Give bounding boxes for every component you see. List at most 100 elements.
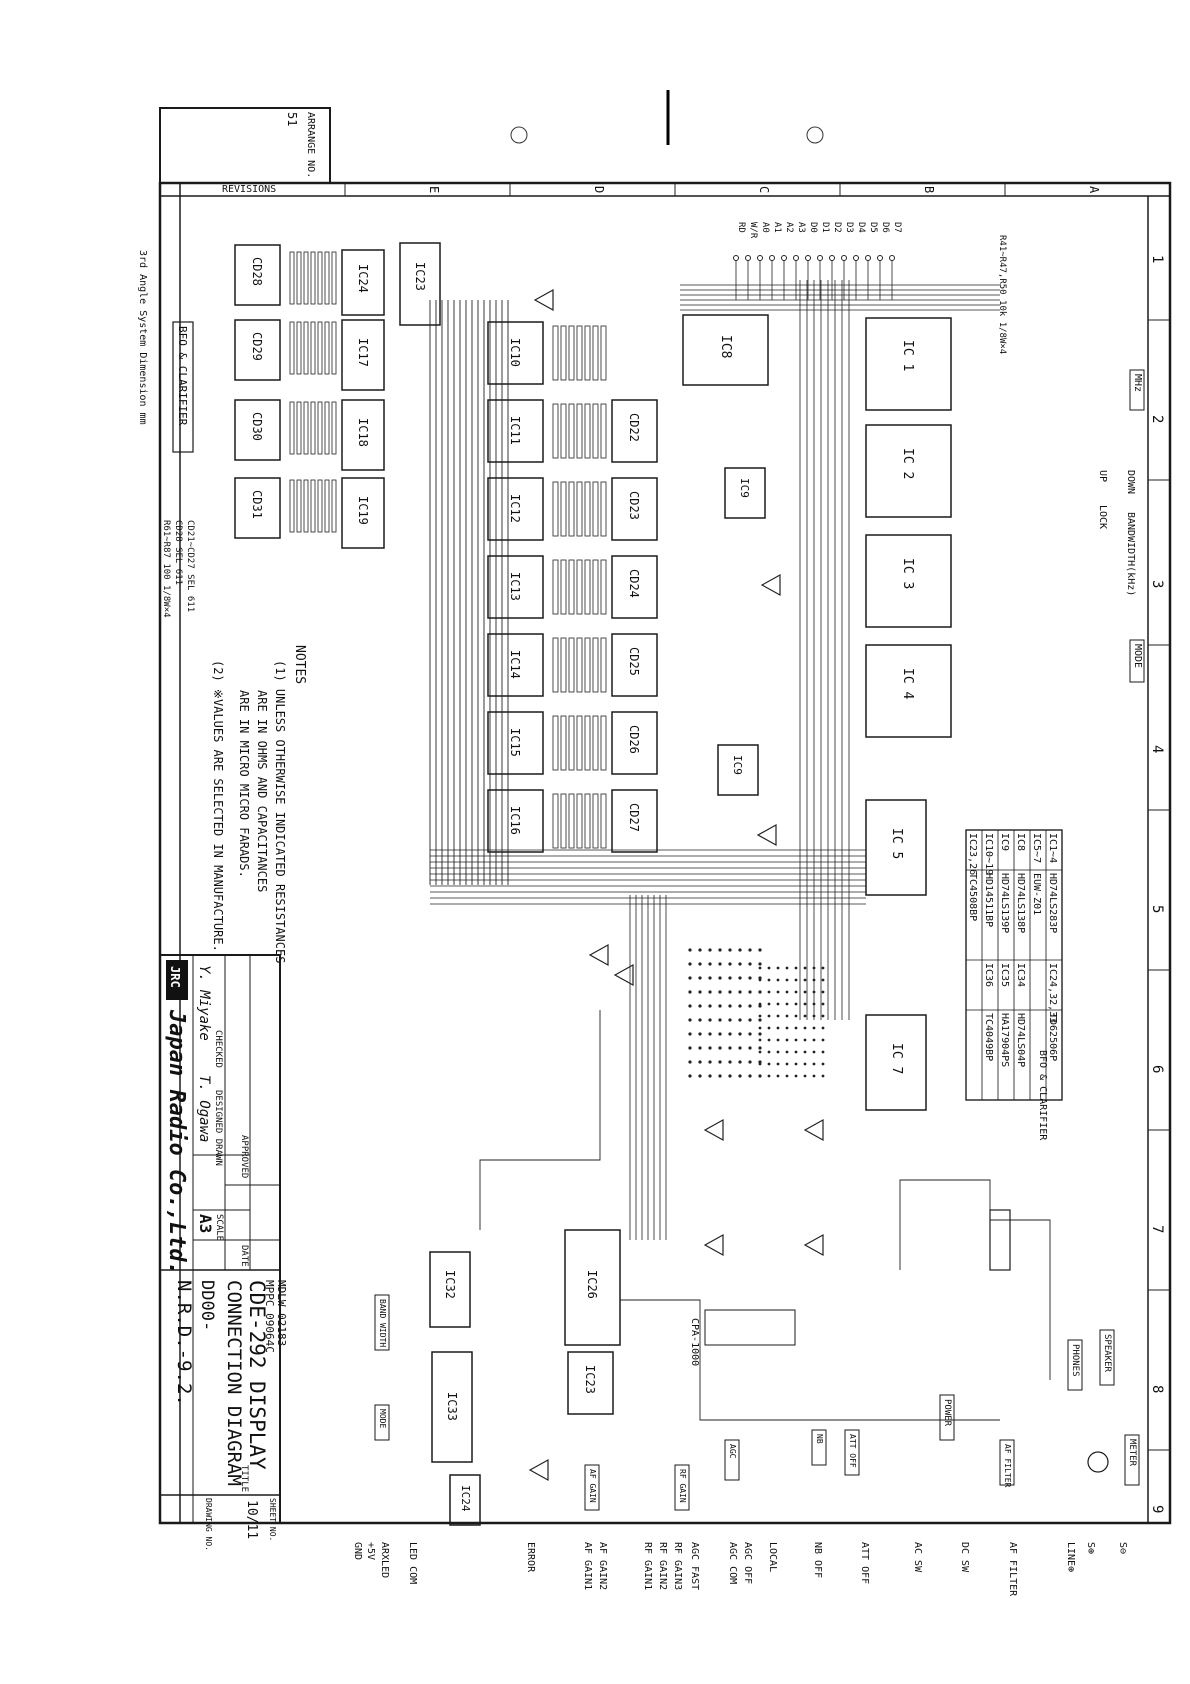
segment-resistor <box>560 325 567 381</box>
segment-resistor <box>324 321 330 375</box>
segment-resistor <box>552 403 559 459</box>
column-number: 5 <box>1149 905 1165 913</box>
connector-pin <box>745 255 751 261</box>
inverter-ic36 <box>703 1118 724 1142</box>
pin-dot <box>748 1018 752 1022</box>
pin-dot <box>812 1074 816 1078</box>
pin-dot <box>812 1026 816 1030</box>
pin-dot <box>728 1004 732 1008</box>
segment-resistor <box>600 325 607 381</box>
pin-dot <box>776 1014 780 1018</box>
segment-resistor <box>584 559 591 615</box>
segment-resistor <box>592 793 599 849</box>
ic24b-label: IC24 <box>459 1485 472 1512</box>
segment-resistor <box>324 479 330 533</box>
pin-dot <box>748 1032 752 1036</box>
ic2 <box>865 424 952 518</box>
pin-dot <box>785 966 789 970</box>
title-block: JRC Japan Radio Co.,Ltd. Y. Miyake CHECK… <box>159 954 288 1551</box>
ic9b <box>717 744 759 796</box>
pin-rf-gain3: RF GAIN3 <box>672 1542 683 1590</box>
ic24 <box>341 249 385 316</box>
ic14 <box>487 633 544 697</box>
pin-dot <box>758 1014 762 1018</box>
ic19 <box>341 477 385 549</box>
pin-dot <box>794 1074 798 1078</box>
connector-pin <box>769 255 775 261</box>
connector-pin <box>781 255 787 261</box>
segment-resistor <box>600 793 607 849</box>
pin-dot <box>785 1026 789 1030</box>
power-label: POWER <box>942 1399 952 1427</box>
company-name: Japan Radio Co.,Ltd. <box>164 1009 189 1275</box>
pin-dot <box>803 1026 807 1030</box>
cd24-label: CD24 <box>627 569 641 598</box>
pin-dot <box>688 1046 692 1050</box>
jrc-logo <box>166 960 188 1000</box>
pin-dot <box>776 1074 780 1078</box>
segment-resistor <box>576 481 583 537</box>
pin-dot <box>812 1002 816 1006</box>
af-gain-box <box>584 1464 600 1511</box>
pin-agc-off: AGC OFF <box>742 1542 753 1584</box>
segment-resistor <box>324 401 330 455</box>
cd26 <box>611 711 658 775</box>
cd31 <box>234 477 281 539</box>
pin-dot <box>758 1032 762 1036</box>
pin-agc-fast: AGC FAST <box>689 1542 700 1590</box>
designed-label: DESIGNED DRAWN <box>213 1090 223 1166</box>
segment-resistor <box>289 401 295 455</box>
pin-dot <box>821 1074 825 1078</box>
pin-dot <box>776 1062 780 1066</box>
pin-dot <box>776 990 780 994</box>
bus-wire <box>620 1299 1000 1421</box>
pin-dot <box>776 966 780 970</box>
pin-dot <box>718 990 722 994</box>
bus-signal-label: A2 <box>784 222 794 233</box>
pin-dot <box>748 1046 752 1050</box>
ic18 <box>341 399 385 471</box>
segment-resistor <box>289 321 295 375</box>
pin-dot <box>785 1014 789 1018</box>
cd-legend-2: CD28 SEL 611 <box>173 520 183 585</box>
pin-dot <box>748 948 752 952</box>
segment-resistor <box>560 403 567 459</box>
segment-resistor <box>568 403 575 459</box>
sheet-value: 10/11 <box>244 1500 259 1539</box>
segment-resistor <box>310 401 316 455</box>
ic4 <box>865 644 952 738</box>
pin-dot <box>776 1038 780 1042</box>
segment-resistor <box>600 481 607 537</box>
segment-resistor <box>560 637 567 693</box>
mode-box <box>1129 639 1145 683</box>
inverter-ic34 <box>756 823 777 847</box>
r41-label: R41~R47,R50 10k 1/8W×4 <box>997 235 1007 354</box>
segment-resistor <box>568 715 575 771</box>
decoders: IC8 IC9 IC9 <box>682 314 769 796</box>
meter-label: METER <box>1127 1439 1137 1467</box>
mode-label-2: MODE <box>378 1409 387 1428</box>
att-label: ATT OFF <box>848 1434 857 1468</box>
pin-dot <box>794 1062 798 1066</box>
punch-hole <box>806 126 824 144</box>
column-number: 6 <box>1149 1065 1165 1073</box>
row-letter: B <box>922 186 936 193</box>
pin-dot <box>821 966 825 970</box>
pin-af-filter: AF FILTER <box>1007 1542 1018 1597</box>
segment-resistor <box>600 403 607 459</box>
ic3-label: IC 3 <box>900 558 915 589</box>
scale-value: A3 <box>196 1214 215 1233</box>
rf-gain-label: RF GAIN <box>678 1469 687 1503</box>
bfo-label: BFO & CLARIFIER <box>176 326 189 426</box>
pin-dot <box>718 1004 722 1008</box>
pin-plus5v: +5V <box>365 1542 376 1560</box>
pin-dot <box>803 966 807 970</box>
pin-dot <box>698 1074 702 1078</box>
pin-dot <box>718 1018 722 1022</box>
cd25 <box>611 633 658 697</box>
ic10 <box>487 321 544 385</box>
pin-dot <box>698 1018 702 1022</box>
table-cell: TC4049BP <box>983 1013 994 1061</box>
bus-signal-label: D6 <box>880 222 890 233</box>
pin-dot <box>738 1004 742 1008</box>
